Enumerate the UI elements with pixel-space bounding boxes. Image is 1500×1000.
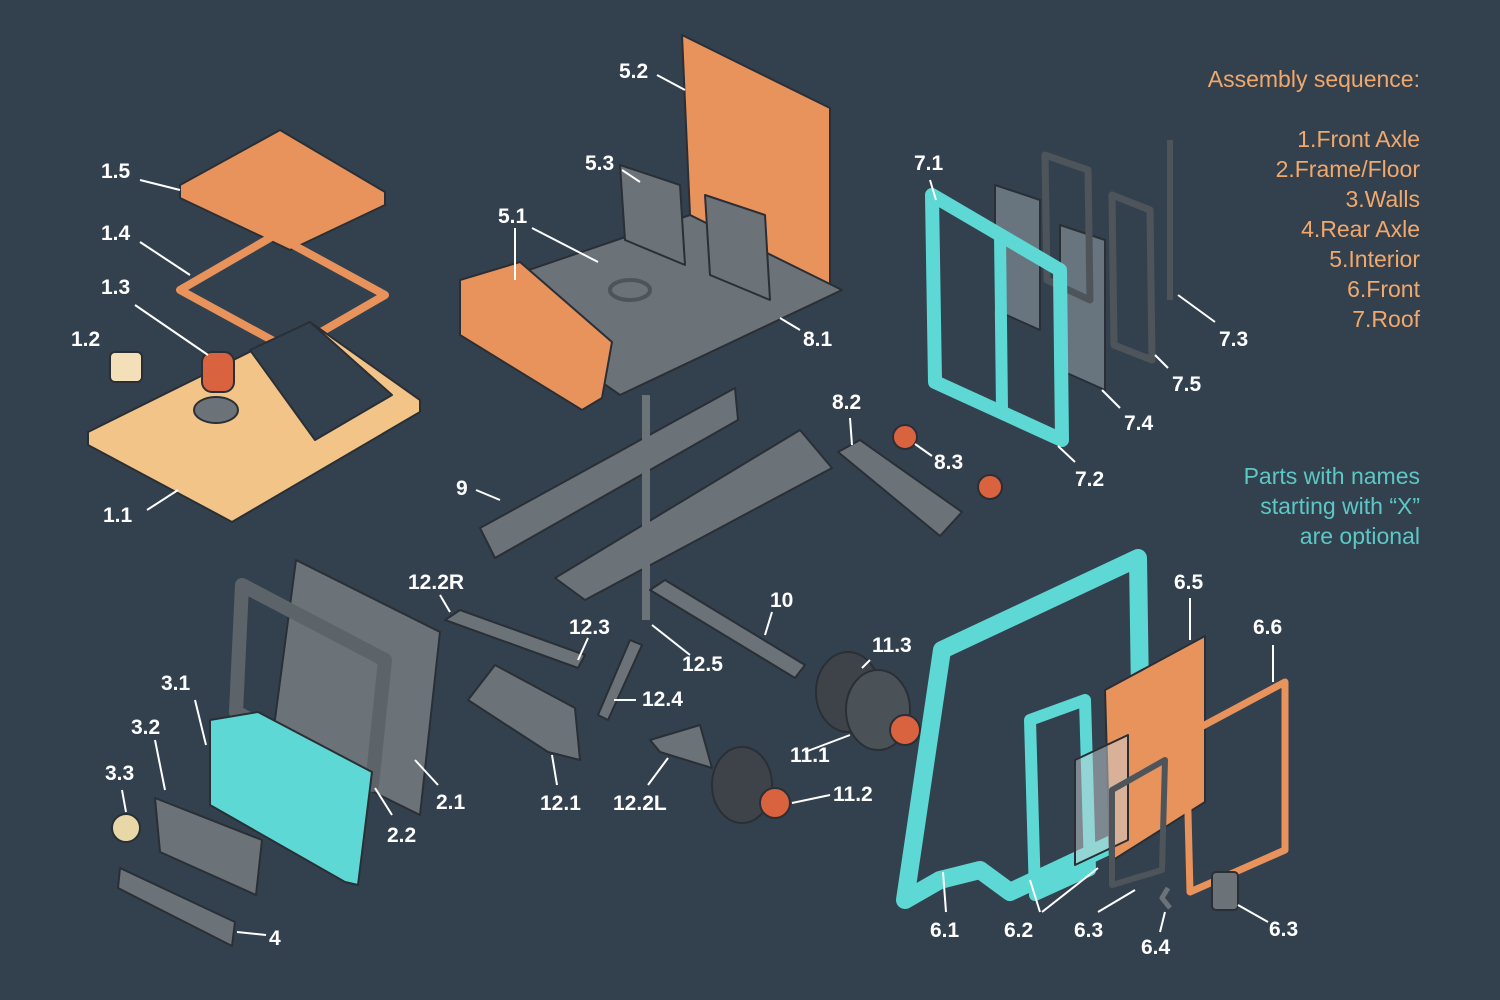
label-6-5: 6.5 xyxy=(1174,571,1204,594)
note-line: Parts with names xyxy=(1243,463,1420,489)
label-7-5: 7.5 xyxy=(1172,373,1202,396)
optional-parts-note: Parts with names starting with “X” are o… xyxy=(1244,461,1420,551)
label-6-6: 6.6 xyxy=(1253,616,1282,639)
label-6-3: 6.3 xyxy=(1074,919,1103,942)
label-6-1: 6.1 xyxy=(930,919,960,942)
part-2-2-frame xyxy=(229,578,392,792)
sequence-step: 6.Front xyxy=(1347,276,1420,302)
part-1-1-hole xyxy=(249,321,393,441)
label-8-2: 8.2 xyxy=(832,391,861,414)
part-10-axle xyxy=(649,579,806,679)
label-11-2: 11.2 xyxy=(833,783,873,806)
label-6-4: 6.4 xyxy=(1141,936,1171,959)
part-1-3-red-cylinder xyxy=(201,351,235,393)
part-labels: 1.5 1.4 1.3 1.2 1.1 5.2 5.3 5.1 8.1 7.1 … xyxy=(71,60,1298,959)
part-5-1-dashboard xyxy=(459,261,613,411)
part-6-4-hinge xyxy=(1159,886,1172,910)
label-6-3-mirror: 6.3 xyxy=(1269,918,1298,941)
label-5-1: 5.1 xyxy=(498,205,528,228)
steering-wheel xyxy=(608,278,652,302)
label-1-5: 1.5 xyxy=(101,160,131,183)
part-11-2-hub xyxy=(759,787,791,819)
part-7-1-door-frame xyxy=(925,188,1069,447)
part-11-1-wheel xyxy=(711,746,773,824)
part-11-2-hub xyxy=(889,714,921,746)
part-6-3-mirror xyxy=(1211,871,1239,911)
label-9: 9 xyxy=(456,477,468,500)
label-10: 10 xyxy=(770,589,793,612)
label-4: 4 xyxy=(269,927,281,950)
label-7-3: 7.3 xyxy=(1219,328,1248,351)
label-1-2: 1.2 xyxy=(71,328,100,351)
part-4-bumper xyxy=(117,867,236,947)
part-1-5-roof-panel xyxy=(179,129,386,251)
label-1-4: 1.4 xyxy=(101,222,131,245)
label-3-1: 3.1 xyxy=(161,672,191,695)
label-12-5: 12.5 xyxy=(682,653,723,676)
part-frame-rail xyxy=(554,429,833,601)
sequence-step: 4.Rear Axle xyxy=(1301,216,1420,242)
label-1-1: 1.1 xyxy=(103,504,133,527)
part-6-6-frame xyxy=(1182,678,1289,896)
label-6-2: 6.2 xyxy=(1004,919,1033,942)
part-12-1-housing xyxy=(467,664,581,761)
part-3-1-grille-surround xyxy=(209,711,373,886)
label-12-1: 12.1 xyxy=(540,792,581,815)
note-line: starting with “X” xyxy=(1260,493,1420,519)
label-7-2: 7.2 xyxy=(1075,468,1104,491)
label-2-1: 2.1 xyxy=(436,791,466,814)
sequence-step: 5.Interior xyxy=(1329,246,1420,272)
label-1-3: 1.3 xyxy=(101,276,130,299)
label-7-4: 7.4 xyxy=(1124,412,1154,435)
label-2-2: 2.2 xyxy=(387,824,416,847)
label-8-1: 8.1 xyxy=(803,328,833,351)
sequence-step: 7.Roof xyxy=(1352,306,1420,332)
sequence-step: 3.Walls xyxy=(1345,186,1420,212)
label-12-3: 12.3 xyxy=(569,616,610,639)
label-11-3: 11.3 xyxy=(872,634,912,657)
note-line: are optional xyxy=(1299,523,1420,549)
leader-lines xyxy=(121,74,1274,936)
label-12-2l: 12.2L xyxy=(613,792,667,815)
part-1-2-cube xyxy=(109,351,143,383)
part-12-2r-arm xyxy=(444,609,586,669)
part-5-3-seats xyxy=(619,164,771,301)
label-3-2: 3.2 xyxy=(131,716,160,739)
label-12-2r: 12.2R xyxy=(408,571,464,594)
part-7-5-frame xyxy=(1041,151,1094,304)
label-5-3: 5.3 xyxy=(585,152,614,175)
part-8-3-cap xyxy=(892,424,918,450)
label-7-1: 7.1 xyxy=(914,152,944,175)
part-6-3-window-frame xyxy=(1109,757,1168,888)
part-12-4-link xyxy=(597,639,643,721)
sequence-step: 1.Front Axle xyxy=(1297,126,1420,152)
label-5-2: 5.2 xyxy=(619,60,648,83)
part-1-4-frame xyxy=(176,231,389,354)
assembly-sequence-title: Assembly sequence: xyxy=(1207,66,1420,92)
label-11-1: 11.1 xyxy=(790,744,830,767)
part-3-3-headlight xyxy=(111,813,141,843)
assembly-sequence: Assembly sequence: 1.Front Axle 2.Frame/… xyxy=(1208,64,1420,334)
label-3-3: 3.3 xyxy=(105,762,134,785)
part-3-2-grille xyxy=(154,797,263,896)
label-12-4: 12.4 xyxy=(642,688,683,711)
part-1-3-bushing xyxy=(193,396,239,424)
part-7-1-door-divider xyxy=(994,234,1008,411)
part-7-5-frame xyxy=(1108,191,1156,364)
part-6-2-door xyxy=(1024,694,1096,901)
sequence-step: 2.Frame/Floor xyxy=(1275,156,1420,182)
part-8-3-cap xyxy=(977,474,1003,500)
part-12-2l-knuckle xyxy=(649,724,713,769)
label-8-3: 8.3 xyxy=(934,451,963,474)
